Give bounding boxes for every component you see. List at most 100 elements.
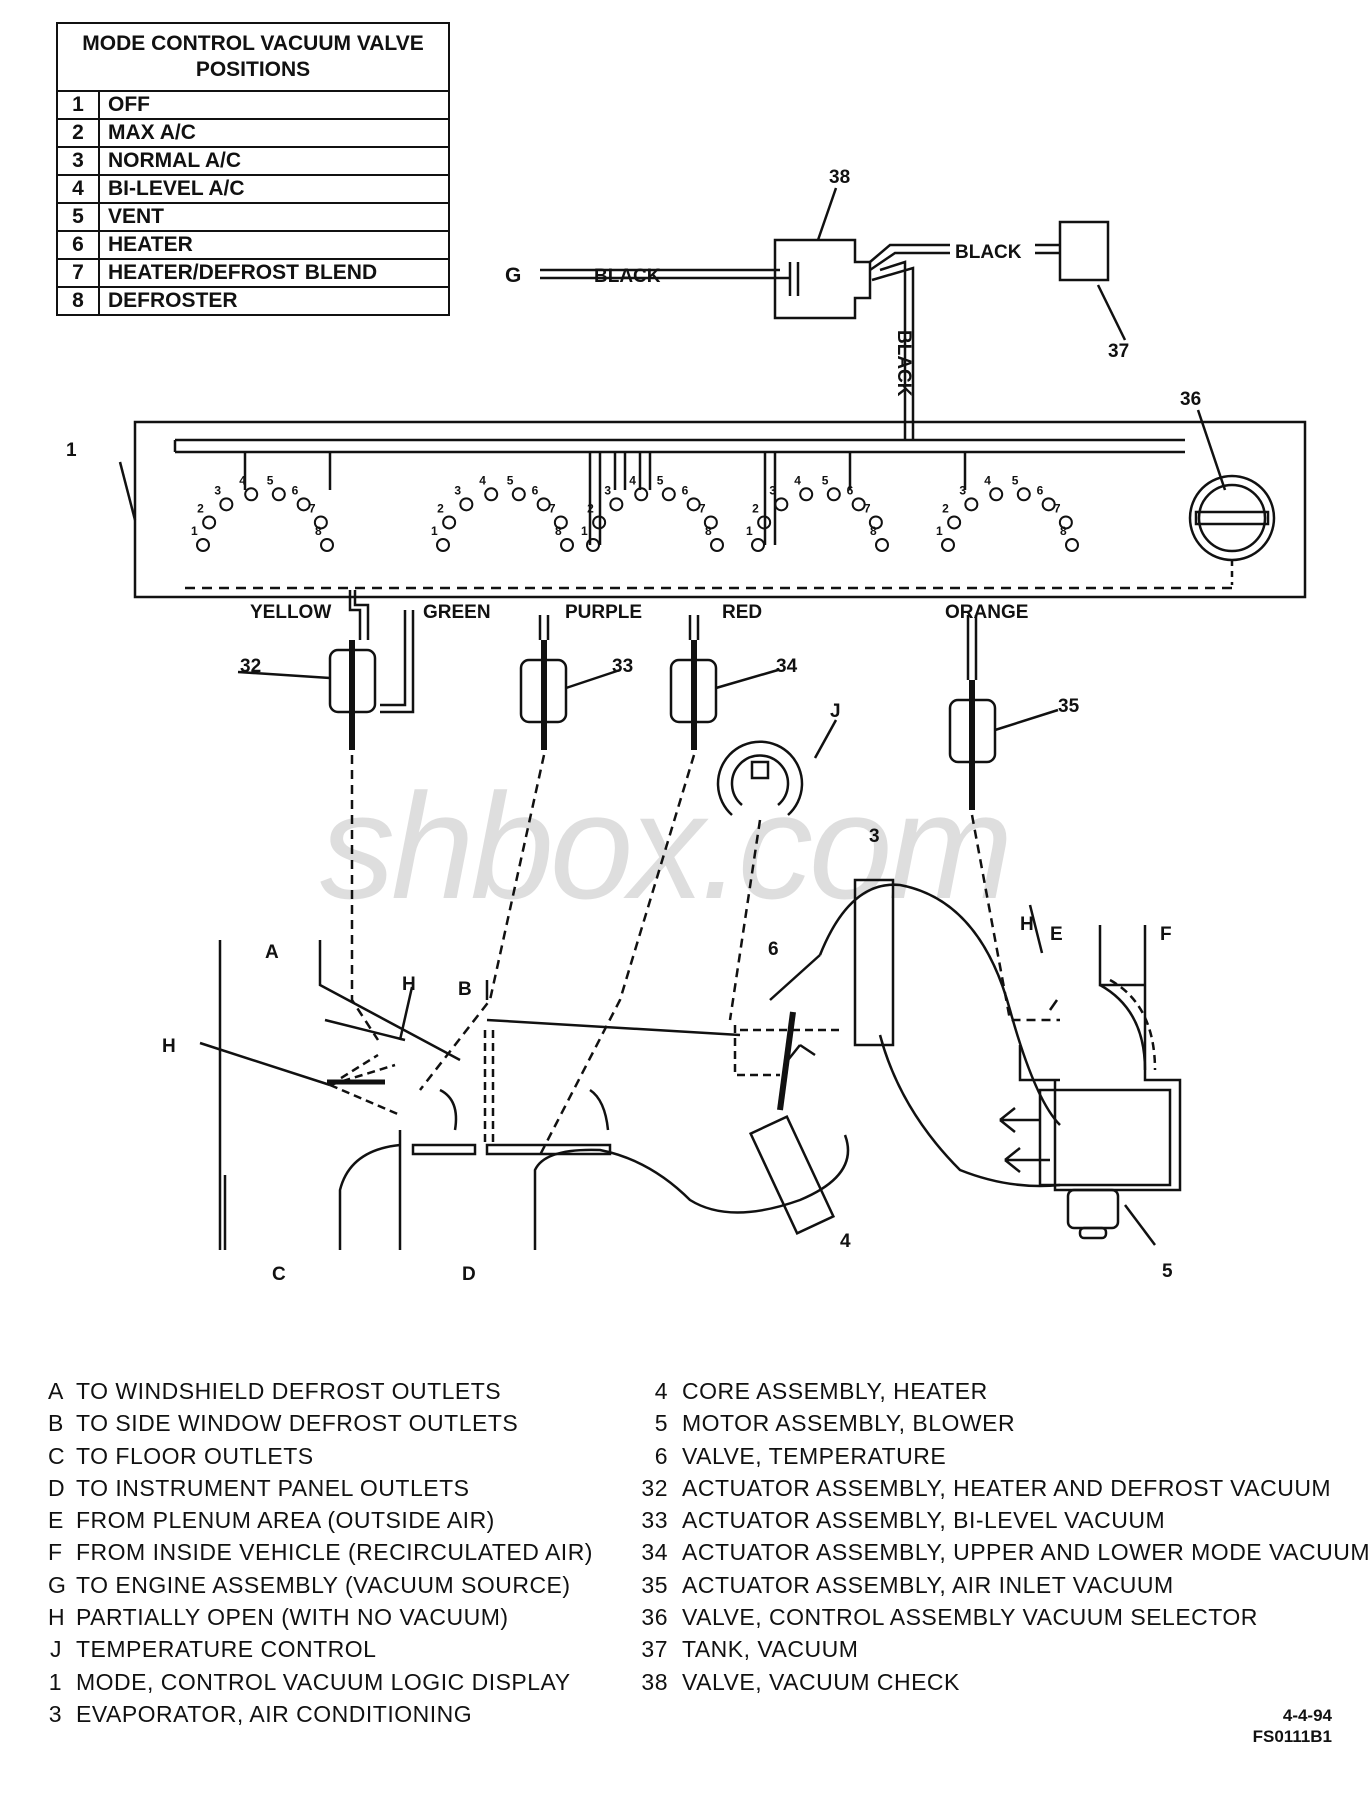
dial-port-number: 7 <box>864 501 871 515</box>
actuator-35 <box>948 680 997 810</box>
position-number: 4 <box>56 174 100 204</box>
legend-key: 5 <box>654 1410 668 1437</box>
legend-text: TO ENGINE ASSEMBLY (VACUUM SOURCE) <box>76 1571 571 1598</box>
dial-port-number: 7 <box>699 501 706 515</box>
dial-port <box>1016 487 1031 502</box>
legend-text: TANK, VACUUM <box>682 1636 859 1663</box>
dial-port-number: 3 <box>214 483 221 497</box>
selector-valve-36 <box>1188 474 1276 562</box>
dial-port <box>774 497 789 512</box>
legend-key: F <box>48 1539 63 1566</box>
dial-port-number: 7 <box>1054 501 1061 515</box>
label-c: C <box>272 1264 286 1285</box>
label-j: J <box>830 701 841 722</box>
dial-port-number: 2 <box>587 501 594 515</box>
dial-port <box>271 487 286 502</box>
position-number: 7 <box>56 258 100 288</box>
legend-key: 33 <box>641 1507 668 1534</box>
legend-item: 33 ACTUATOR ASSEMBLY, BI-LEVEL VACUUM <box>638 1504 1370 1536</box>
dial-port-number: 1 <box>431 524 438 538</box>
position-label: VENT <box>98 202 450 232</box>
legend-key: 38 <box>641 1668 668 1695</box>
dial-port <box>219 497 234 512</box>
label-38: 38 <box>829 167 850 188</box>
dial-port-number: 3 <box>604 483 611 497</box>
position-number: 3 <box>56 146 100 176</box>
dial-port <box>484 487 499 502</box>
dial-port-number: 6 <box>847 483 854 497</box>
hose-black-vertical: BLACK <box>893 330 914 397</box>
dial-port-number: 8 <box>555 524 562 538</box>
dial-port <box>710 538 724 552</box>
label-b: B <box>458 979 472 1000</box>
dial-port-number: 1 <box>936 524 943 538</box>
dial-port <box>1041 497 1056 512</box>
dial-port <box>703 515 718 530</box>
table-title: MODE CONTROL VACUUM VALVE POSITIONS <box>56 22 450 92</box>
vacuum-tank-37 <box>1058 220 1110 282</box>
dial-port <box>313 515 328 530</box>
dial-port-number: 5 <box>657 473 664 487</box>
legend-key: 35 <box>641 1571 668 1598</box>
dial-port <box>941 538 955 552</box>
legend-key: D <box>48 1474 66 1501</box>
legend-text: ACTUATOR ASSEMBLY, BI-LEVEL VACUUM <box>682 1507 1166 1534</box>
legend-text: TEMPERATURE CONTROL <box>76 1636 377 1663</box>
legend-item: D TO INSTRUMENT PANEL OUTLETS <box>48 1472 593 1504</box>
hose-orange: ORANGE <box>945 602 1028 623</box>
dial-port <box>964 497 979 512</box>
legend-text: TO INSTRUMENT PANEL OUTLETS <box>76 1474 470 1501</box>
legend-key: 3 <box>48 1700 62 1727</box>
legend-key: C <box>48 1442 66 1469</box>
dial-port <box>436 538 450 552</box>
label-34: 34 <box>776 656 798 677</box>
logic-display-1 <box>133 420 1307 599</box>
legend-text: FROM INSIDE VEHICLE (RECIRCULATED AIR) <box>76 1539 593 1566</box>
position-number: 8 <box>56 286 100 316</box>
evaporator-3 <box>853 878 895 1047</box>
dial-port <box>757 515 772 530</box>
legend-text: PARTIALLY OPEN (WITH NO VACUUM) <box>76 1604 509 1631</box>
label-f: F <box>1160 924 1172 945</box>
dial-port <box>244 487 259 502</box>
dial-port-number: 8 <box>1060 524 1067 538</box>
dial-port <box>459 497 474 512</box>
label-g: G <box>505 264 521 287</box>
hose-red: RED <box>722 602 762 623</box>
dial-port <box>1058 515 1073 530</box>
dial-port-number: 5 <box>1012 473 1019 487</box>
blower-5 <box>1038 1088 1172 1187</box>
dial-port <box>202 515 217 530</box>
legend-text: TO SIDE WINDOW DEFROST OUTLETS <box>76 1410 519 1437</box>
dial-port-number: 4 <box>239 473 246 487</box>
legend-key: 6 <box>654 1442 668 1469</box>
stamp-code: FS0111B1 <box>1252 1727 1332 1746</box>
dial-port <box>560 538 574 552</box>
label-37: 37 <box>1108 341 1129 362</box>
dial-port-number: 2 <box>437 501 444 515</box>
legend-text: TO WINDSHIELD DEFROST OUTLETS <box>76 1378 502 1404</box>
legend-text: ACTUATOR ASSEMBLY, HEATER AND DEFROST VA… <box>682 1474 1332 1501</box>
label-h-left: H <box>162 1036 176 1057</box>
dial-port <box>1065 538 1079 552</box>
label-h-right: H <box>1020 914 1034 935</box>
legend-text: CORE ASSEMBLY, HEATER <box>682 1378 988 1404</box>
